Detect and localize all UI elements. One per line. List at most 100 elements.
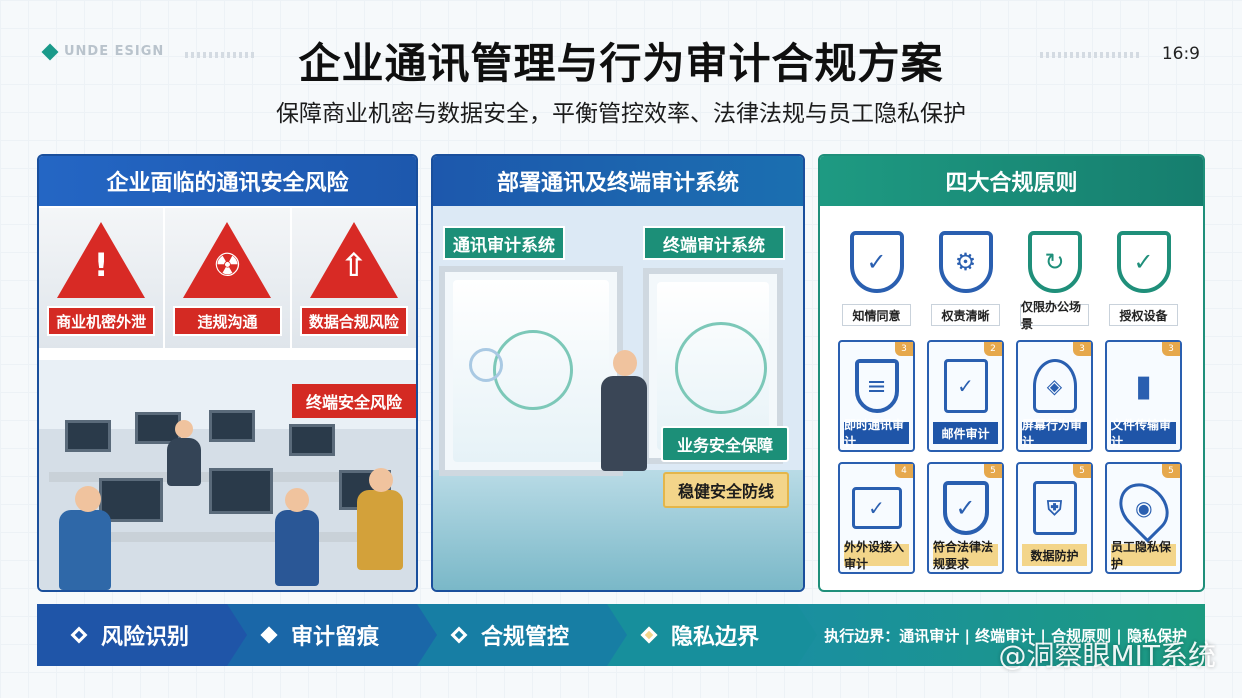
diamond-filled-icon [260, 626, 278, 644]
car-icon [469, 348, 503, 382]
risk-card-compliance: ⇧ 数据合规风险 [291, 208, 416, 348]
card-number-badge: 4 [895, 464, 913, 478]
shield-check-icon: ✓ [1116, 231, 1171, 293]
employee-figure [357, 490, 403, 570]
card-number-badge: 3 [1073, 342, 1091, 356]
risk-label-violation: 违规沟通 [173, 306, 282, 336]
step-label: 合规管控 [481, 625, 570, 650]
step-label: 风险识别 [101, 625, 190, 650]
step-label: 审计留痕 [291, 625, 380, 650]
execution-boundary: 执行边界：通讯审计 | 终端审计 | 合规原则 | 隐私保护 [797, 604, 1205, 666]
employee-figure [59, 510, 111, 590]
audit-card: 2 ✓ 邮件审计 [927, 340, 1004, 452]
screen-right [643, 268, 783, 464]
card-number-badge: 2 [984, 342, 1002, 356]
cube-ring-icon [675, 322, 767, 414]
audit-label: 文件传输审计 [1111, 418, 1176, 449]
audit-card: 3 ◈ 屏幕行为审计 [1016, 340, 1093, 452]
warning-triangle-icon [183, 222, 272, 298]
bar-chart-icon: ▮ [1135, 368, 1152, 404]
step-risk-identification: 风险识别 [37, 604, 247, 666]
aspect-ratio-label: 16:9 [1161, 44, 1200, 64]
process-bar: 风险识别 审计留痕 合规管控 隐私边界 执行边界：通讯审计 | 终端审计 | 合… [37, 604, 1205, 666]
compliance-panel: 四大合规原则 ✓ 知情同意 ⚙ 权责清晰 ↻ 仅限办公场景 ✓ 授权设备 3 ≡… [818, 154, 1205, 592]
risk-label-compliance: 数据合规风险 [299, 306, 408, 336]
step-label: 隐私边界 [671, 625, 760, 650]
audit-card: 5 ⛨ 数据防护 [1016, 462, 1093, 574]
office-illustration: 终端安全风险 [39, 360, 416, 590]
principle-card: ✓ 知情同意 [838, 218, 915, 330]
diamond-outline-icon [70, 626, 88, 644]
location-pin-glyph: ◉ [1134, 496, 1153, 521]
diamond-dot-icon [450, 626, 468, 644]
employee-head [285, 488, 309, 512]
compliance-grid: ✓ 知情同意 ⚙ 权责清晰 ↻ 仅限办公场景 ✓ 授权设备 3 ≡ 即时通讯审计… [838, 218, 1185, 574]
shield-refresh-icon: ↻ [1027, 231, 1082, 293]
card-number-badge: 3 [895, 342, 913, 356]
audit-card: 3 ▮ 文件传输审计 [1105, 340, 1182, 452]
watermark-text: @洞察眼MIT系统 [998, 639, 1216, 672]
audit-system-panel: 部署通讯及终端审计系统 通讯审计系统 终端审计系统 业务安全保障 稳健安全防线 [431, 154, 805, 592]
principle-label: 知情同意 [842, 304, 911, 326]
brand-text: UNDE ESIGN [64, 44, 165, 59]
risk-warnings-row: ! 商业机密外泄 ☢ 违规沟通 ⇧ 数据合规风险 [39, 208, 416, 348]
hazard-icon: ☢ [213, 246, 242, 284]
audit-system-panel-title: 部署通讯及终端审计系统 [433, 156, 803, 206]
audit-label: 员工隐私保护 [1111, 540, 1176, 571]
shield-ring-icon [493, 330, 573, 410]
card-number-badge: 5 [1073, 464, 1091, 478]
principle-label: 权责清晰 [931, 304, 1000, 326]
compliance-panel-title: 四大合规原则 [820, 156, 1203, 206]
audit-card: 5 ✓ 符合法律法规要求 [927, 462, 1004, 574]
comm-audit-system-tag: 通讯审计系统 [443, 226, 565, 260]
audit-card: 3 ≡ 即时通讯审计 [838, 340, 915, 452]
audit-label: 外外设接入审计 [844, 540, 909, 571]
principle-card: ⚙ 权责清晰 [927, 218, 1004, 330]
risk-panel-title: 企业面临的通讯安全风险 [39, 156, 416, 206]
employee-figure [167, 438, 201, 486]
audit-label: 屏幕行为审计 [1022, 418, 1087, 449]
monitor [209, 410, 255, 442]
audit-label: 邮件审计 [933, 422, 998, 444]
audit-label: 即时通讯审计 [844, 418, 909, 449]
step-audit-trail: 审计留痕 [227, 604, 437, 666]
principle-card: ✓ 授权设备 [1105, 218, 1182, 330]
terminal-audit-system-tag: 终端审计系统 [643, 226, 785, 260]
employee-figure [275, 510, 319, 586]
business-security-tag: 业务安全保障 [661, 426, 789, 462]
card-number-badge: 3 [1162, 342, 1180, 356]
warning-triangle-icon [57, 222, 146, 298]
principle-label: 仅限办公场景 [1020, 300, 1089, 331]
presenter-head [613, 350, 637, 376]
risk-panel: 企业面临的通讯安全风险 ! 商业机密外泄 ☢ 违规沟通 ⇧ 数据合规风险 [37, 154, 418, 592]
decorative-line-right [1040, 52, 1140, 58]
diamond-gold-icon [640, 626, 658, 644]
audit-label: 符合法律法规要求 [933, 540, 998, 571]
location-layers-icon: ◉ [1108, 473, 1179, 543]
monitor [135, 412, 181, 444]
screen-left [439, 266, 623, 476]
monitor [209, 468, 273, 514]
stack-check-icon: ✓ [942, 481, 989, 535]
decorative-line-left [185, 52, 255, 58]
card-number-badge: 5 [984, 464, 1002, 478]
brand-logo: UNDE ESIGN [41, 43, 165, 60]
mail-doc-icon: ✓ [943, 359, 988, 413]
page-title: 企业通讯管理与行为审计合规方案 [298, 39, 944, 88]
layers-icon: ◈ [1032, 359, 1077, 413]
step-privacy-boundary: 隐私边界 [607, 604, 817, 666]
upload-arrow-icon: ⇧ [340, 246, 368, 284]
step-compliance-control: 合规管控 [417, 604, 627, 666]
shield-gear-icon: ⚙ [938, 231, 993, 293]
risk-card-leak: ! 商业机密外泄 [39, 208, 166, 348]
card-number-badge: 5 [1162, 464, 1180, 478]
employee-head [175, 420, 193, 438]
presenter-figure [601, 376, 647, 471]
monitor [65, 420, 111, 452]
doc-shield-icon: ⛨ [1032, 481, 1077, 535]
shield-check-icon: ✓ [849, 231, 904, 293]
principle-label: 授权设备 [1109, 304, 1178, 326]
employee-head [369, 468, 393, 492]
monitor [289, 424, 335, 456]
security-defense-tag: 稳健安全防线 [663, 472, 789, 508]
